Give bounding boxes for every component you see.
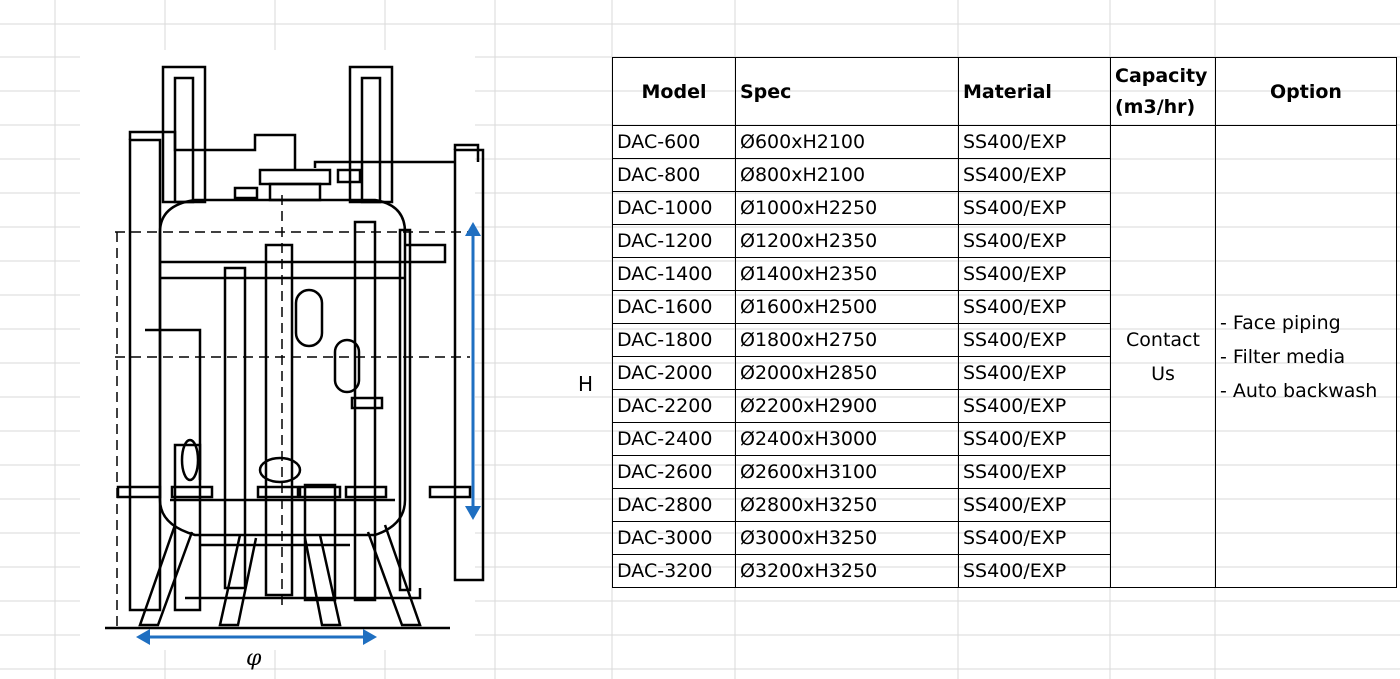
cell-model: DAC-2600 <box>612 455 736 489</box>
cell-spec: Ø1600xH2500 <box>735 290 959 324</box>
diameter-label: φ <box>246 646 262 671</box>
cell-model: DAC-2000 <box>612 356 736 390</box>
capacity-line1: Contact <box>1126 328 1200 351</box>
cell-material: SS400/EXP <box>958 554 1111 588</box>
header-capacity-line1: Capacity <box>1115 64 1208 87</box>
cell-material: SS400/EXP <box>958 356 1111 390</box>
cell-options: - Face piping - Filter media - Auto back… <box>1215 125 1397 588</box>
cell-spec: Ø2400xH3000 <box>735 422 959 456</box>
cell-spec: Ø800xH2100 <box>735 158 959 192</box>
cell-material: SS400/EXP <box>958 257 1111 291</box>
height-arrow-down-icon <box>465 506 481 520</box>
cell-model: DAC-1600 <box>612 290 736 324</box>
cell-spec: Ø2200xH2900 <box>735 389 959 423</box>
cell-spec: Ø1800xH2750 <box>735 323 959 357</box>
tank-linework <box>105 65 485 630</box>
cell-model: DAC-3000 <box>612 521 736 555</box>
height-label: H <box>578 372 594 396</box>
cell-material: SS400/EXP <box>958 290 1111 324</box>
cell-material: SS400/EXP <box>958 191 1111 225</box>
cell-material: SS400/EXP <box>958 323 1111 357</box>
cell-model: DAC-1800 <box>612 323 736 357</box>
cell-material: SS400/EXP <box>958 224 1111 258</box>
spec-table: Model Spec Material Capacity (m3/hr) Opt… <box>612 57 1397 588</box>
header-capacity: Capacity (m3/hr) <box>1110 57 1216 126</box>
cell-model: DAC-3200 <box>612 554 736 588</box>
cell-spec: Ø600xH2100 <box>735 125 959 159</box>
cell-material: SS400/EXP <box>958 158 1111 192</box>
cell-spec: Ø3200xH3250 <box>735 554 959 588</box>
option-item: - Filter media <box>1220 345 1346 368</box>
cell-model: DAC-2400 <box>612 422 736 456</box>
cell-material: SS400/EXP <box>958 488 1111 522</box>
header-spec: Spec <box>735 57 959 126</box>
cell-spec: Ø2000xH2850 <box>735 356 959 390</box>
cell-capacity: Contact Us <box>1110 125 1216 588</box>
header-model: Model <box>612 57 736 126</box>
cell-spec: Ø2600xH3100 <box>735 455 959 489</box>
filter-tank-drawing <box>80 50 485 650</box>
cell-model: DAC-1200 <box>612 224 736 258</box>
cell-spec: Ø2800xH3250 <box>735 488 959 522</box>
height-arrow-up-icon <box>465 222 481 236</box>
cell-spec: Ø1400xH2350 <box>735 257 959 291</box>
cell-spec: Ø1000xH2250 <box>735 191 959 225</box>
header-capacity-line2: (m3/hr) <box>1115 95 1196 118</box>
table-row: DAC-600 Ø600xH2100 SS400/EXP Contact Us … <box>612 125 1397 588</box>
cell-spec: Ø1200xH2350 <box>735 224 959 258</box>
diameter-arrow-right-icon <box>363 629 377 645</box>
diameter-arrow-left-icon <box>136 629 150 645</box>
capacity-line2: Us <box>1151 362 1175 385</box>
cell-model: DAC-1000 <box>612 191 736 225</box>
dimension-arrows <box>136 222 481 645</box>
cell-material: SS400/EXP <box>958 521 1111 555</box>
reference-lines <box>115 195 480 628</box>
cell-material: SS400/EXP <box>958 422 1111 456</box>
cell-material: SS400/EXP <box>958 389 1111 423</box>
cell-model: DAC-1400 <box>612 257 736 291</box>
cell-model: DAC-2200 <box>612 389 736 423</box>
cell-model: DAC-2800 <box>612 488 736 522</box>
header-material: Material <box>958 57 1111 126</box>
cell-material: SS400/EXP <box>958 455 1111 489</box>
option-item: - Face piping <box>1220 311 1341 334</box>
cell-model: DAC-600 <box>612 125 736 159</box>
header-option: Option <box>1215 57 1397 126</box>
option-item: - Auto backwash <box>1220 379 1378 402</box>
header-row: Model Spec Material Capacity (m3/hr) Opt… <box>612 57 1397 126</box>
cell-model: DAC-800 <box>612 158 736 192</box>
cell-material: SS400/EXP <box>958 125 1111 159</box>
cell-spec: Ø3000xH3250 <box>735 521 959 555</box>
